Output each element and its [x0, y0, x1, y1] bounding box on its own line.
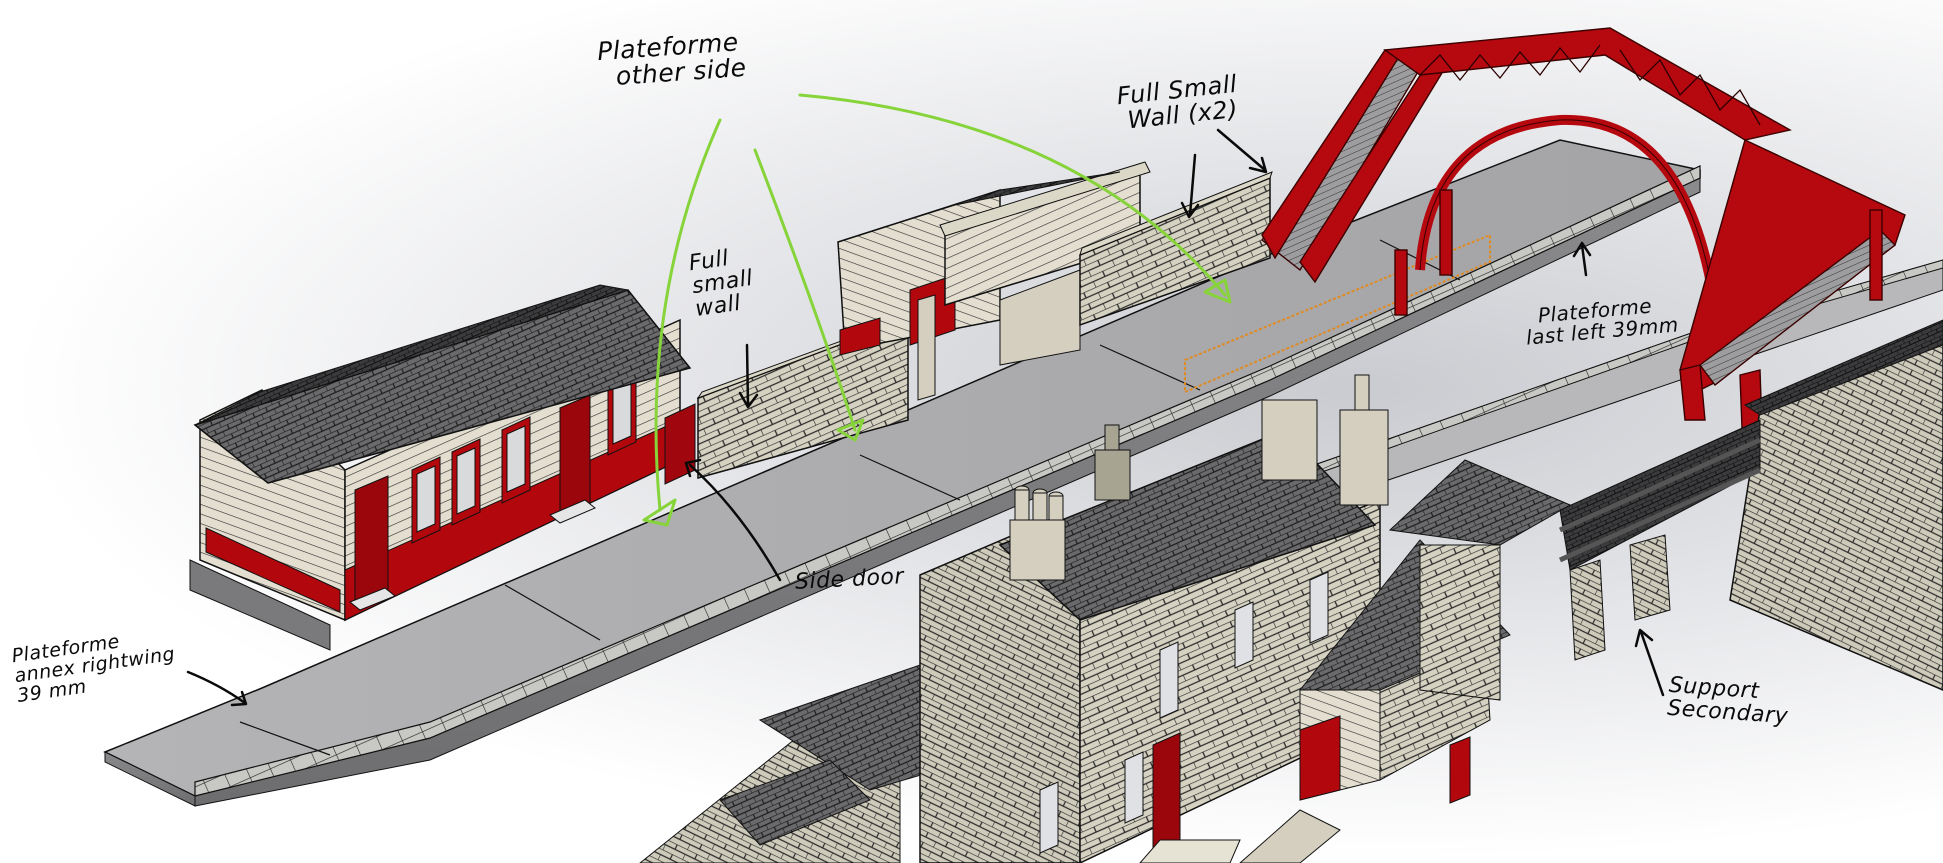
- selected-platform-outline[interactable]: [1184, 233, 1491, 394]
- chimneys: [1009, 374, 1389, 581]
- arrow-support-secondary: [1634, 628, 1665, 697]
- shelter-roof: [837, 171, 1121, 243]
- house-front-door[interactable]: [1152, 732, 1181, 853]
- full-small-wall-right[interactable]: [1079, 171, 1273, 327]
- arrow-full-small-wall-x2-b: [1216, 128, 1268, 174]
- annotation-side-door: Side door: [794, 564, 905, 595]
- annotation-plateforme-other-side: Plateforme other side: [596, 27, 748, 93]
- waiting-shelter[interactable]: [837, 161, 1151, 401]
- porch-side-door[interactable]: [1449, 736, 1471, 804]
- stationmaster-house[interactable]: [639, 374, 1572, 863]
- arrow-side-door: [684, 458, 782, 582]
- station-door-left[interactable]: [354, 475, 389, 606]
- arrow-full-small-wall-x2-a: [1180, 153, 1200, 219]
- house-windows: [1039, 571, 1329, 854]
- porch-door[interactable]: [1299, 715, 1341, 801]
- main-platform[interactable]: [103, 139, 1701, 807]
- annotation-support-secondary: Support Secondary: [1666, 672, 1789, 730]
- annotation-full-small-wall: Full small wall: [687, 246, 755, 323]
- footbridge[interactable]: [1261, 27, 1906, 431]
- station-door-right[interactable]: [559, 394, 591, 519]
- station-windows: [411, 369, 637, 544]
- secondary-support[interactable]: [1480, 419, 1762, 690]
- green-arrow-1: [654, 118, 722, 512]
- arrow-full-small-wall: [738, 343, 759, 409]
- arrow-plateforme-last-left: [1572, 241, 1592, 277]
- side-door[interactable]: [664, 403, 696, 485]
- annotation-arrows: [186, 93, 1665, 707]
- green-arrow-2: [753, 148, 857, 432]
- green-arrow-3: [798, 93, 1227, 297]
- stone-building-right[interactable]: [1729, 319, 1943, 691]
- arrow-annex-right-wing: [186, 670, 248, 707]
- station-building[interactable]: [189, 284, 696, 651]
